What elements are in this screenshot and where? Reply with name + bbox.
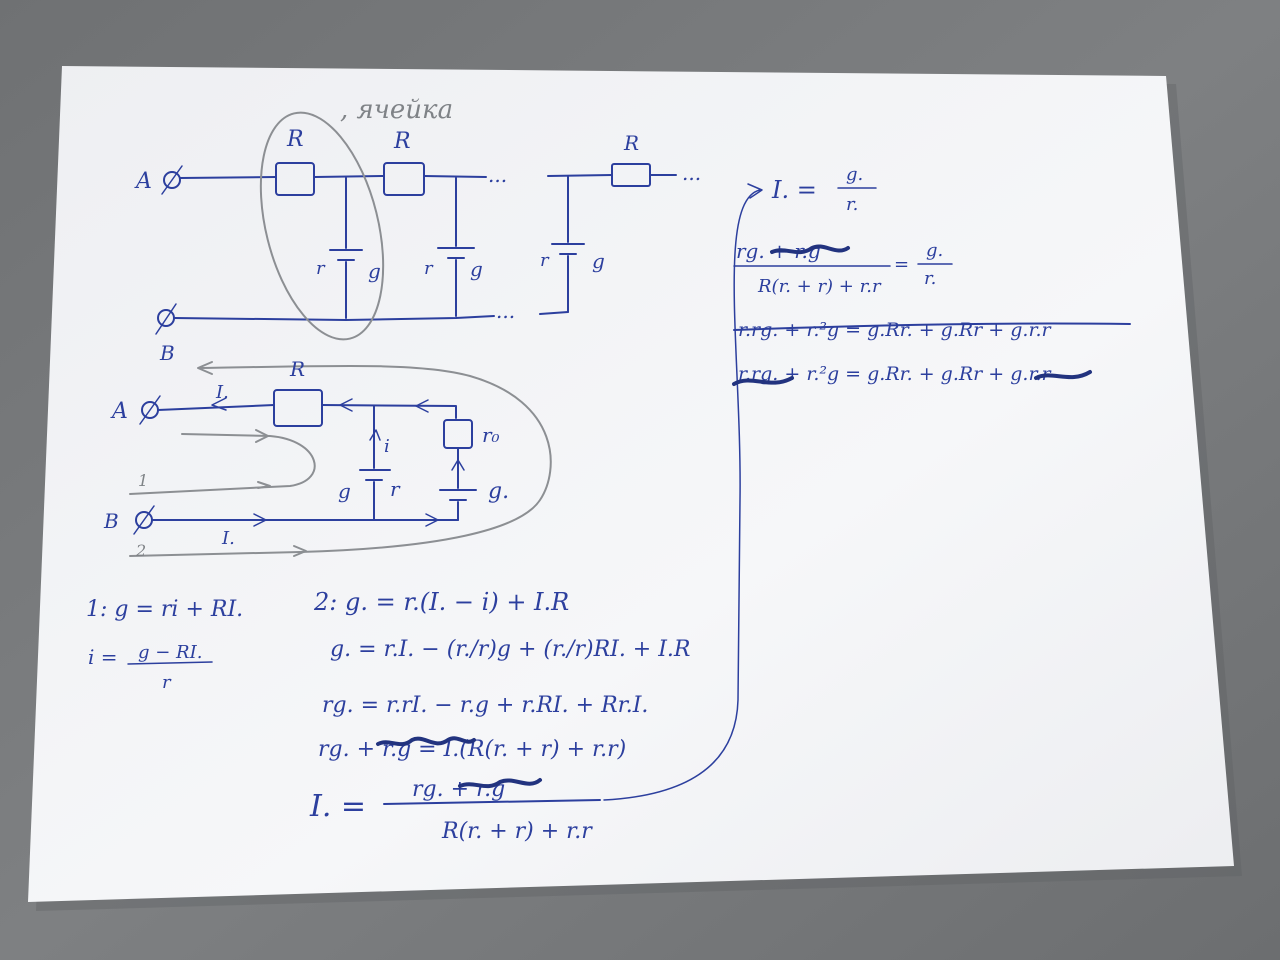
left-eq-2-den: r bbox=[162, 672, 172, 693]
top-ellipsis-end: ... bbox=[682, 161, 701, 185]
top-ellipsis: ... bbox=[488, 163, 507, 187]
terminal-a-label: A bbox=[134, 169, 152, 194]
lower-circuit-equivalent: A I. R i g r r₀ g. B I. 1 2 bbox=[103, 357, 552, 560]
top-circuit-ladder: , ячейка A ... ... R R R r g r g r g ...… bbox=[134, 95, 701, 365]
terminal-a bbox=[163, 171, 181, 189]
resistor-1 bbox=[275, 162, 315, 196]
terminal-b-label: B bbox=[159, 341, 175, 365]
right-eq-1-lhs: I. = bbox=[771, 176, 817, 204]
left-eq-2-num: g − RI. bbox=[138, 642, 202, 663]
right-eq-2-rhs-den: r. bbox=[924, 268, 936, 289]
loop-2-label: 2 bbox=[135, 541, 146, 560]
center-eq-5-strikeout bbox=[458, 778, 542, 789]
lower-battery-r: r bbox=[390, 477, 401, 501]
battery-3-r: r bbox=[540, 250, 550, 271]
connector-arrow bbox=[603, 189, 761, 801]
lower-resistor-label: R bbox=[289, 357, 305, 381]
lower-resistor bbox=[273, 389, 323, 427]
paper-sheet bbox=[28, 66, 1234, 902]
center-eq-5-den: R(r. + r) + r.r bbox=[441, 819, 593, 844]
center-eq-3: rg. = r.rI. − r.g + r.RI. + Rr.I. bbox=[322, 693, 648, 718]
right-eq-3: r.rg. + r.²g = g.Rr. + g.Rr + g.r.r bbox=[738, 319, 1052, 341]
right-eq-4-strikeout-left bbox=[732, 376, 794, 386]
left-eq-1: 1: g = ri + RI. bbox=[86, 597, 243, 622]
cell-highlight bbox=[259, 111, 385, 341]
battery-3-g: g bbox=[592, 249, 605, 273]
resistor-1-label: R bbox=[286, 127, 304, 152]
center-eq-4-strikeout bbox=[376, 736, 476, 747]
loop-1-label: 1 bbox=[138, 471, 148, 490]
resistor-2-label: R bbox=[393, 129, 411, 154]
battery-1-r: r bbox=[316, 258, 326, 279]
current-i-label: i bbox=[384, 436, 390, 457]
left-equations: 1: g = ri + RI. i = g − RI. r bbox=[86, 597, 243, 693]
right-eq-2-den: R(r. + r) + r.r bbox=[757, 276, 882, 297]
battery-1-g: g bbox=[368, 259, 381, 283]
lower-battery-g: g bbox=[338, 479, 351, 503]
right-eq-1-den: r. bbox=[846, 194, 858, 215]
right-equations: I. = g. r. rg. + r.g R(r. + r) + r.r = g… bbox=[732, 164, 1131, 386]
current-i0-label: I. bbox=[215, 382, 229, 403]
resistor-2 bbox=[383, 162, 425, 196]
center-eq-1: 2: g. = r.(I. − i) + I.R bbox=[313, 588, 569, 616]
bottom-ellipsis: ... bbox=[496, 299, 515, 323]
current-i0-bottom-label: I. bbox=[221, 528, 235, 549]
right-eq-4-strikeout-right bbox=[1034, 370, 1092, 380]
resistor-3 bbox=[611, 163, 651, 187]
right-eq-2-rhs-num: g. bbox=[926, 240, 943, 261]
svg-text:=: = bbox=[894, 254, 909, 275]
right-eq-4: r.rg. + r.²g = g.Rr. + g.Rr + g.r.r bbox=[738, 363, 1052, 385]
r0-label: r₀ bbox=[482, 423, 500, 447]
center-equations: 2: g. = r.(I. − i) + I.R g. = r.I. − (r.… bbox=[309, 588, 691, 844]
battery-2-g: g bbox=[470, 257, 483, 281]
lower-terminal-b-label: B bbox=[103, 509, 119, 533]
g0-label: g. bbox=[488, 479, 509, 504]
center-eq-5-num: rg. + r.g bbox=[412, 777, 505, 802]
battery-2-r: r bbox=[424, 258, 434, 279]
right-eq-1-num: g. bbox=[846, 164, 863, 185]
left-eq-2-lhs: i = bbox=[88, 645, 118, 669]
right-eq-3-strikeout bbox=[733, 322, 1131, 331]
cell-note: , ячейка bbox=[340, 95, 453, 125]
center-eq-2: g. = r.I. − (r./r)g + (r./r)RI. + I.R bbox=[330, 637, 691, 662]
lower-terminal-a-label: A bbox=[110, 399, 128, 424]
resistor-3-label: R bbox=[623, 131, 639, 155]
right-eq-2-strikeout bbox=[770, 244, 850, 255]
center-eq-5-lhs: I. = bbox=[309, 789, 366, 824]
